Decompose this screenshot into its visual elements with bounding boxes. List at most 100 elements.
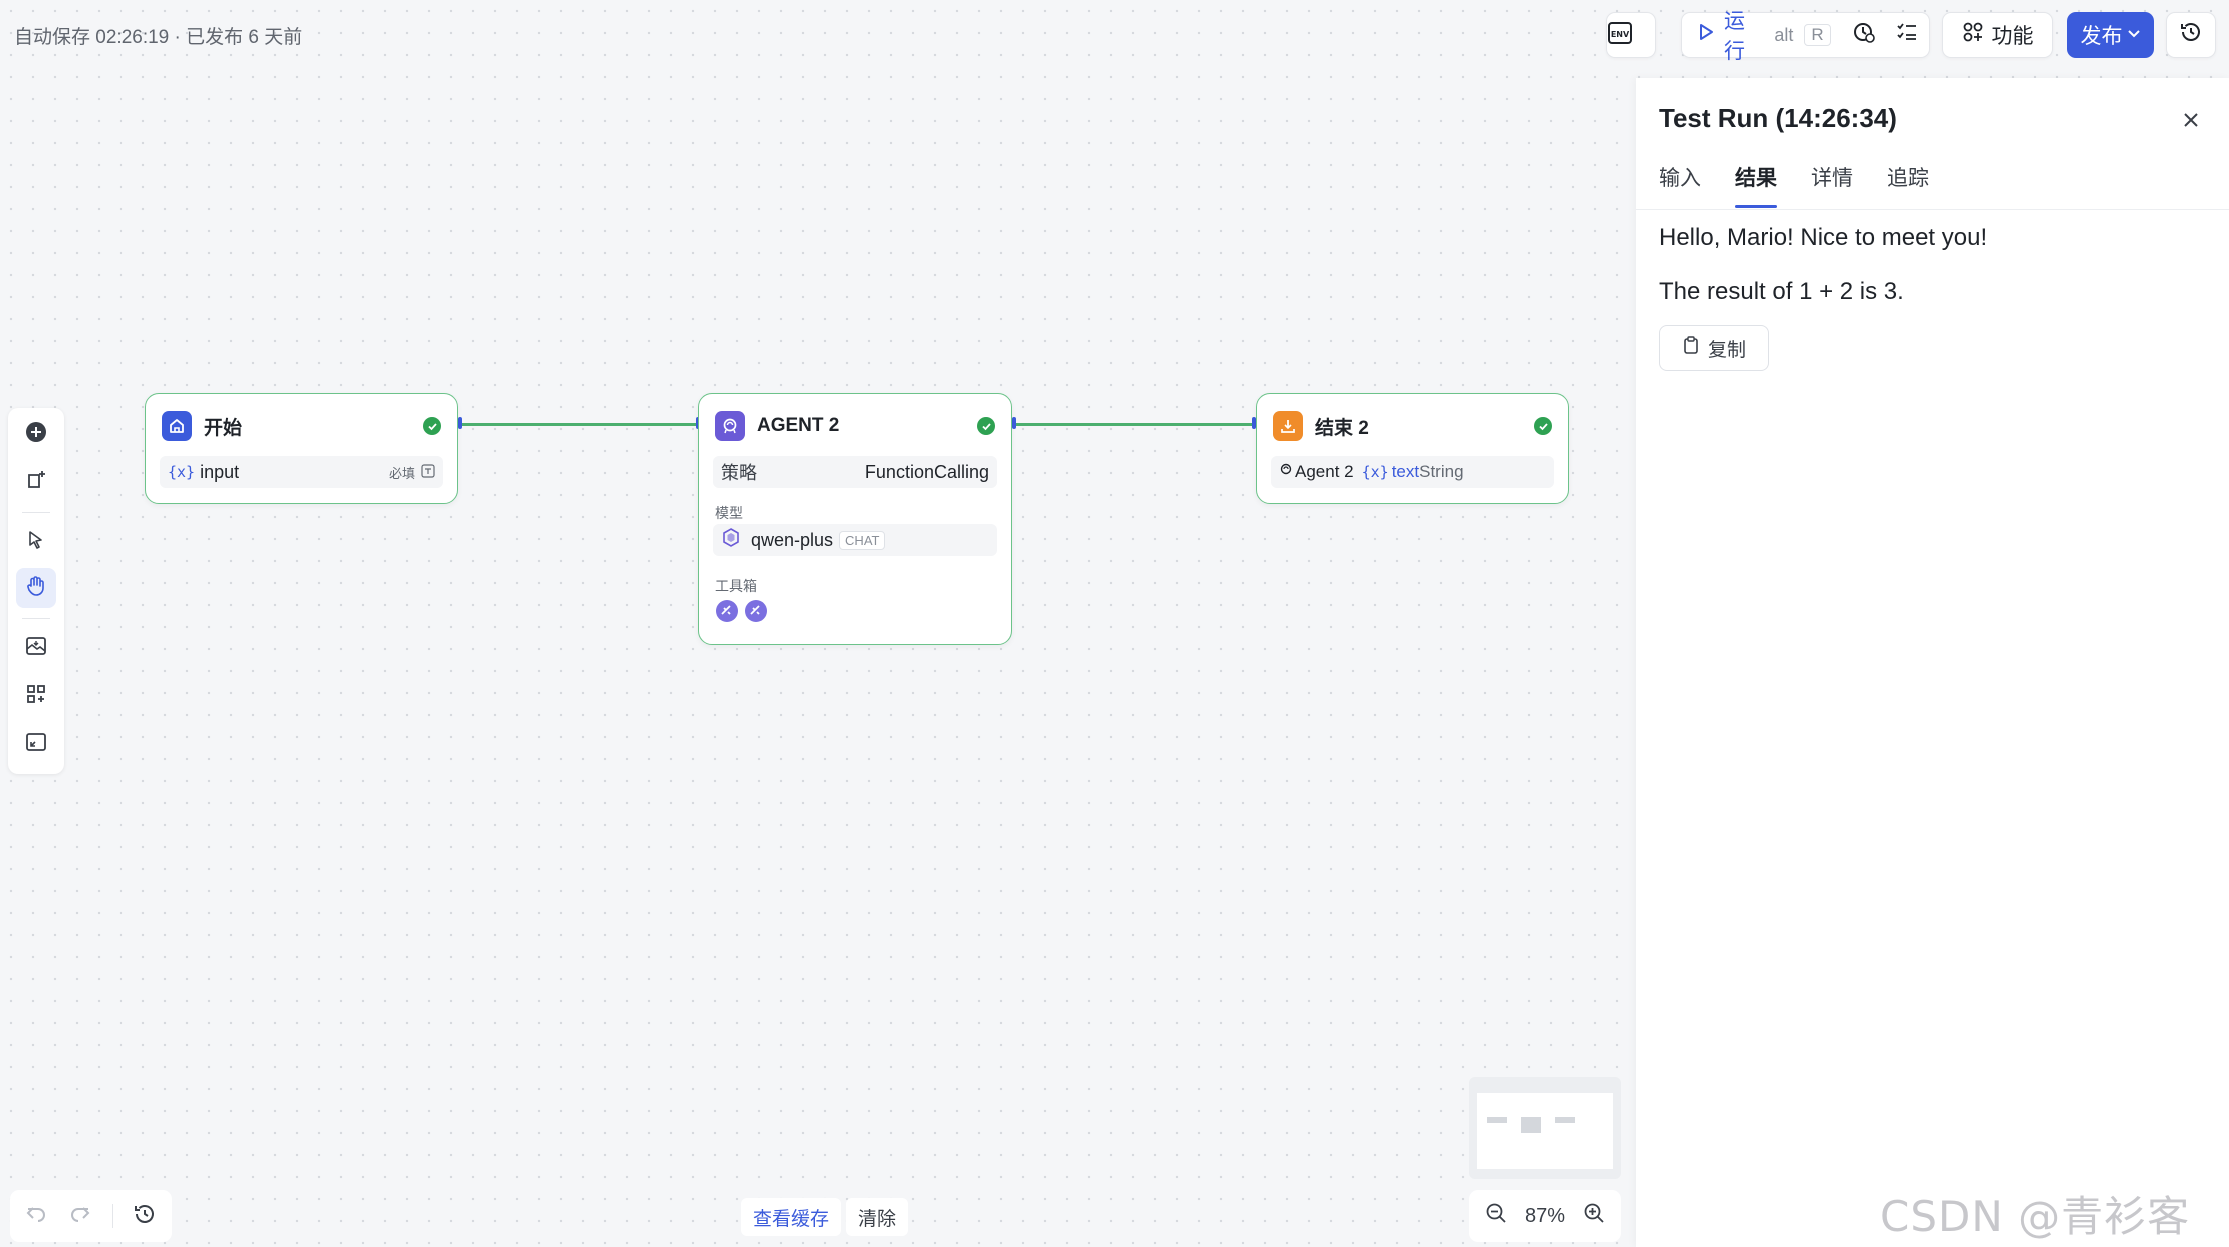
env-button[interactable]: ENV [1606, 12, 1656, 58]
minimap[interactable] [1469, 1077, 1621, 1179]
tab-result[interactable]: 结果 [1735, 162, 1777, 208]
plus-circle-icon [25, 421, 47, 448]
edge-start-agent [460, 423, 698, 426]
required-label: 必填 [388, 465, 415, 481]
copy-button[interactable]: 复制 [1659, 325, 1769, 371]
output-variable-type: String [1419, 462, 1464, 481]
run-shortcut-mod: alt [1774, 24, 1794, 45]
autosave-status: 自动保存 02:26:19 · 已发布 6 天前 [14, 27, 303, 48]
end-node-title: 结束 2 [1315, 417, 1369, 439]
view-cache-button[interactable]: 查看缓存 [741, 1198, 842, 1236]
env-icon: ENV [1607, 20, 1633, 51]
model-type-tag: CHAT [839, 530, 886, 550]
cursor-icon [26, 530, 46, 555]
fit-view-icon [25, 731, 47, 758]
zoom-level[interactable]: 87% [1524, 1204, 1566, 1227]
add-node-button[interactable] [16, 414, 56, 454]
end-node[interactable]: 结束 2 Agent 2 {x} text String [1256, 393, 1569, 504]
agent-strategy-row: 策略 FunctionCalling [713, 456, 997, 488]
success-check-icon [423, 417, 441, 435]
toolbox-tools [715, 599, 768, 628]
strategy-value: FunctionCalling [864, 461, 989, 482]
tab-trace[interactable]: 追踪 [1887, 167, 1929, 190]
end-flag-icon [1273, 411, 1303, 441]
text-field-icon [421, 462, 435, 483]
features-button[interactable]: 功能 [1942, 12, 2053, 58]
run-button[interactable]: 运行 alt R [1682, 10, 1843, 63]
test-run-panel: Test Run (14:26:34) 输入 结果 详情 追踪 Hello, M… [1636, 78, 2229, 1247]
watermark: CSDN @青衫客36 [1880, 1192, 2191, 1247]
checklist-icon [1896, 21, 1918, 49]
layout-grid-icon [25, 683, 47, 710]
panel-tabs: 输入 结果 详情 追踪 [1659, 162, 1929, 208]
chevron-down-icon [2127, 23, 2141, 47]
agent-output-handle[interactable] [1012, 417, 1016, 429]
version-history-button[interactable] [2166, 12, 2216, 58]
start-node-title: 开始 [204, 417, 243, 439]
apps-icon [1962, 21, 1984, 49]
end-input-handle[interactable] [1252, 417, 1256, 429]
edge-agent-end [1014, 423, 1254, 426]
start-output-handle[interactable] [458, 417, 462, 429]
publish-label: 发布 [2080, 25, 2123, 48]
variable-icon: {x} [1361, 463, 1389, 481]
strategy-label: 策略 [721, 463, 757, 483]
close-icon[interactable] [2179, 108, 2203, 132]
success-check-icon [977, 417, 995, 435]
zoom-controls: 87% [1469, 1190, 1621, 1242]
publish-button[interactable]: 发布 [2067, 12, 2154, 58]
start-node[interactable]: 开始 {x} input 必填 [145, 393, 458, 504]
result-line: The result of 1 + 2 is 3. [1659, 278, 1904, 305]
tool-icon[interactable] [744, 599, 768, 628]
tool-icon[interactable] [715, 599, 739, 628]
auto-layout-button[interactable] [16, 676, 56, 716]
minimap-node [1521, 1117, 1541, 1133]
result-line: Hello, Mario! Nice to meet you! [1659, 224, 1988, 251]
checklist-button[interactable] [1886, 13, 1929, 57]
home-icon [162, 411, 192, 441]
model-name: qwen-plus [751, 529, 834, 550]
fit-view-button[interactable] [16, 724, 56, 764]
undo-icon[interactable] [24, 1202, 48, 1231]
agent-icon [715, 411, 745, 441]
tab-details[interactable]: 详情 [1811, 167, 1853, 190]
image-export-icon [25, 635, 47, 662]
toolbox-section-label: 工具箱 [715, 578, 757, 594]
pointer-mode-button[interactable] [16, 522, 56, 562]
zoom-out-icon[interactable] [1485, 1202, 1507, 1230]
agent-model-row: qwen-plus CHAT [713, 524, 997, 556]
success-check-icon [1534, 417, 1552, 435]
start-input-variable: {x} input 必填 [160, 456, 443, 488]
tab-input[interactable]: 输入 [1659, 167, 1701, 190]
source-node-name: Agent 2 [1295, 462, 1354, 481]
copy-label: 复制 [1707, 339, 1746, 361]
clear-cache-button[interactable]: 清除 [846, 1198, 909, 1236]
clipboard-icon [1682, 336, 1700, 360]
run-shortcut-key: R [1804, 24, 1831, 46]
add-note-button[interactable] [16, 462, 56, 502]
hand-icon [25, 575, 47, 602]
hand-mode-button[interactable] [16, 568, 56, 608]
env-label: ENV [1611, 30, 1630, 39]
features-label: 功能 [1991, 25, 2034, 48]
model-section-label: 模型 [715, 505, 743, 521]
agent-node-title: AGENT 2 [757, 415, 840, 436]
input-variable-name: input [200, 461, 240, 482]
export-image-button[interactable] [16, 628, 56, 668]
qwen-logo-icon [721, 527, 741, 553]
end-output-variable: Agent 2 {x} text String [1271, 456, 1554, 488]
run-history-button[interactable] [1843, 13, 1886, 57]
redo-icon[interactable] [68, 1202, 92, 1231]
history-icon [2179, 20, 2203, 50]
clock-check-icon [1852, 20, 1876, 50]
zoom-in-icon[interactable] [1583, 1202, 1605, 1230]
panel-title: Test Run (14:26:34) [1659, 103, 1897, 133]
minimap-node [1555, 1117, 1575, 1123]
run-toolbar-group: 运行 alt R [1681, 10, 1930, 63]
canvas-tool-rail [8, 408, 64, 774]
minimap-node [1487, 1117, 1507, 1123]
history-icon[interactable] [133, 1202, 157, 1231]
agent-node[interactable]: AGENT 2 策略 FunctionCalling 模型 qwen-plus … [698, 393, 1012, 645]
play-icon [1696, 22, 1716, 48]
variable-icon: {x} [168, 463, 196, 481]
